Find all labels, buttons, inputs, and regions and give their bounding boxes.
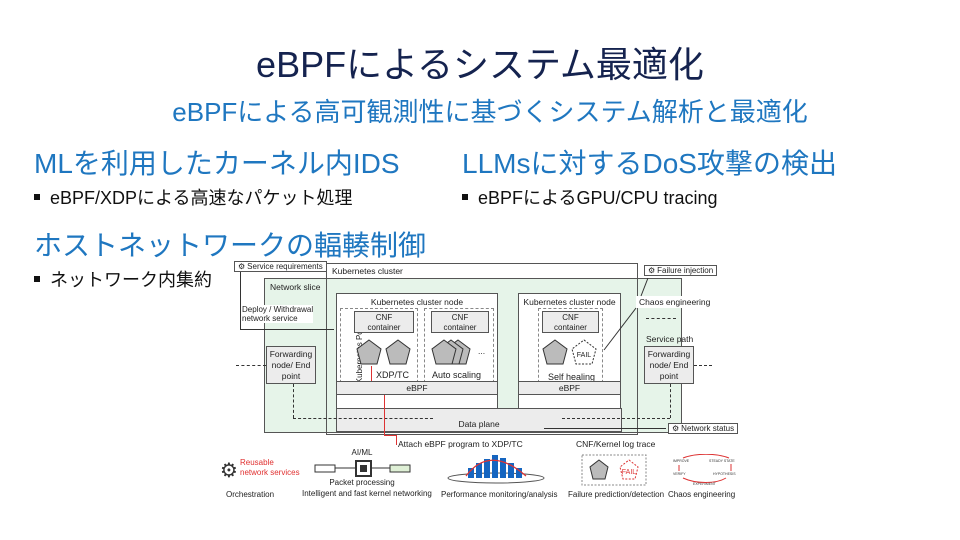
- log-trace-line: [544, 428, 666, 429]
- failure-injection-tag: ⚙Failure injection: [644, 265, 718, 276]
- legend-chaos: IMPROVE STEADY STATE VERIFY HYPOTHESIS E…: [666, 454, 746, 506]
- cnf-pentagon-icon: [542, 339, 568, 365]
- gear-icon: ⚙: [238, 262, 246, 271]
- connector: [240, 272, 241, 329]
- svg-text:FAIL: FAIL: [622, 469, 637, 476]
- bullet-text: ネットワーク内集約: [50, 270, 212, 290]
- connector: [240, 329, 334, 330]
- chaos-engineering-label: Chaos engineering: [636, 296, 714, 308]
- attach-line: [396, 435, 397, 445]
- dataplane-link: [293, 418, 433, 419]
- chaos-cycle-icon: IMPROVE STEADY STATE VERIFY HYPOTHESIS E…: [673, 454, 736, 486]
- dataplane-link: [670, 384, 671, 418]
- gear-icon: ⚙: [648, 266, 656, 275]
- xdp-tc-arrow: [371, 366, 372, 388]
- bullet-marker: [462, 194, 468, 201]
- pod-pentagons: [356, 339, 411, 365]
- fail-text: FAIL: [577, 352, 592, 359]
- gear-icon: ⚙: [220, 460, 238, 482]
- bullet-text: eBPFによるGPU/CPU tracing: [478, 188, 718, 208]
- bullet-marker: [34, 276, 40, 283]
- xdp-tc-label: XDP/TC: [376, 370, 410, 380]
- scaled-pentagons: [431, 339, 471, 365]
- reusable-note: network services: [240, 468, 300, 477]
- svg-text:HYPOTHESIS: HYPOTHESIS: [713, 472, 736, 476]
- network-status-tag: ⚙Network status: [668, 423, 739, 434]
- service-path-label: Service path: [646, 334, 694, 344]
- svg-text:EXPERIMENT: EXPERIMENT: [693, 482, 717, 486]
- gear-icon: ⚙: [672, 424, 680, 433]
- monitoring-caption: Performance monitoring/analysis: [441, 490, 558, 499]
- cnf-pentagon-icon: [385, 339, 411, 365]
- bullet-text: eBPF/XDPによる高速なパケット処理: [50, 188, 353, 208]
- service-path-arrow: [646, 318, 676, 319]
- bullet-marker: [34, 194, 40, 201]
- legend-monitoring: Performance monitoring/analysis: [441, 454, 558, 506]
- ingress-arrow: [236, 365, 266, 366]
- failure-caption: Failure prediction/detection: [568, 490, 665, 499]
- histogram-icon: [447, 455, 545, 484]
- reusable-note: Reusable: [240, 458, 274, 467]
- section-heading-dos: LLMsに対するDoS攻撃の検出: [462, 148, 837, 179]
- legend-networking: AI/ML Packet processing Intelligent and …: [302, 448, 442, 506]
- ellipsis: ...: [478, 346, 486, 356]
- svg-text:IMPROVE: IMPROVE: [673, 459, 690, 463]
- egress-arrow: [694, 365, 712, 366]
- attach-line: [384, 395, 385, 435]
- slide-subtitle: eBPFによる高可観測性に基づくシステム解析と最適化: [172, 97, 808, 127]
- cluster-node-2-title: Kubernetes cluster node: [523, 297, 616, 307]
- attach-label: Attach eBPF program to XDP/TC: [398, 439, 523, 449]
- networking-caption: Intelligent and fast kernel networking: [302, 489, 432, 498]
- legend-failure: FAIL Failure prediction/detection: [556, 454, 664, 506]
- cluster-node-1-title: Kubernetes cluster node: [370, 297, 464, 307]
- log-trace-label: CNF/Kernel log trace: [576, 439, 656, 449]
- bullet-item: eBPF/XDPによる高速なパケット処理: [34, 184, 353, 210]
- ebpf-layer-1: eBPF: [336, 381, 498, 395]
- network-status-label: Network status: [681, 424, 735, 433]
- self-healing-pentagons: FAIL: [542, 339, 597, 365]
- failure-detection-icon: FAIL: [581, 454, 647, 486]
- attach-line: [384, 435, 396, 436]
- bullet-item: ネットワーク内集約: [34, 266, 212, 292]
- failure-injection-label: Failure injection: [657, 266, 714, 275]
- kubernetes-cluster-label: Kubernetes cluster: [332, 266, 403, 276]
- packet-processing-label: Packet processing: [329, 478, 395, 487]
- service-requirements-tag: ⚙Service requirements: [234, 261, 327, 272]
- chaos-caption: Chaos engineering: [668, 490, 736, 499]
- chaos-arrow: [603, 278, 649, 351]
- dataplane-link: [293, 384, 294, 418]
- dataplane-link: [562, 418, 670, 419]
- section-heading-congestion: ホストネットワークの輻輳制御: [34, 230, 427, 261]
- network-slice-label: Network slice: [270, 282, 321, 292]
- section-heading-ids: MLを利用したカーネル内IDS: [34, 148, 400, 179]
- svg-text:STEADY STATE: STEADY STATE: [709, 459, 735, 463]
- bullet-item: eBPFによるGPU/CPU tracing: [462, 184, 718, 210]
- orchestration-caption: Orchestration: [226, 490, 275, 499]
- ebpf-layer-2: eBPF: [518, 381, 621, 395]
- packet-processing-icon: [314, 460, 411, 477]
- cnf-pentagon-icon: [356, 339, 382, 365]
- auto-scaling-label: Auto scaling: [432, 370, 482, 380]
- failed-pentagon-icon: [571, 339, 597, 365]
- legend-orchestration: ⚙ Reusable network services Orchestratio…: [220, 456, 326, 506]
- service-requirements-label: Service requirements: [247, 262, 323, 271]
- self-healing-label: Self healing: [548, 372, 596, 382]
- aiml-label: AI/ML: [351, 448, 373, 457]
- svg-text:VERIFY: VERIFY: [673, 472, 686, 476]
- architecture-diagram: Kubernetes cluster Network slice ⚙Servic…: [220, 258, 746, 508]
- kubernetes-cluster-border: [326, 263, 638, 435]
- cnf-pentagon-icon: [431, 339, 457, 365]
- slide-title: eBPFによるシステム最適化: [256, 44, 704, 85]
